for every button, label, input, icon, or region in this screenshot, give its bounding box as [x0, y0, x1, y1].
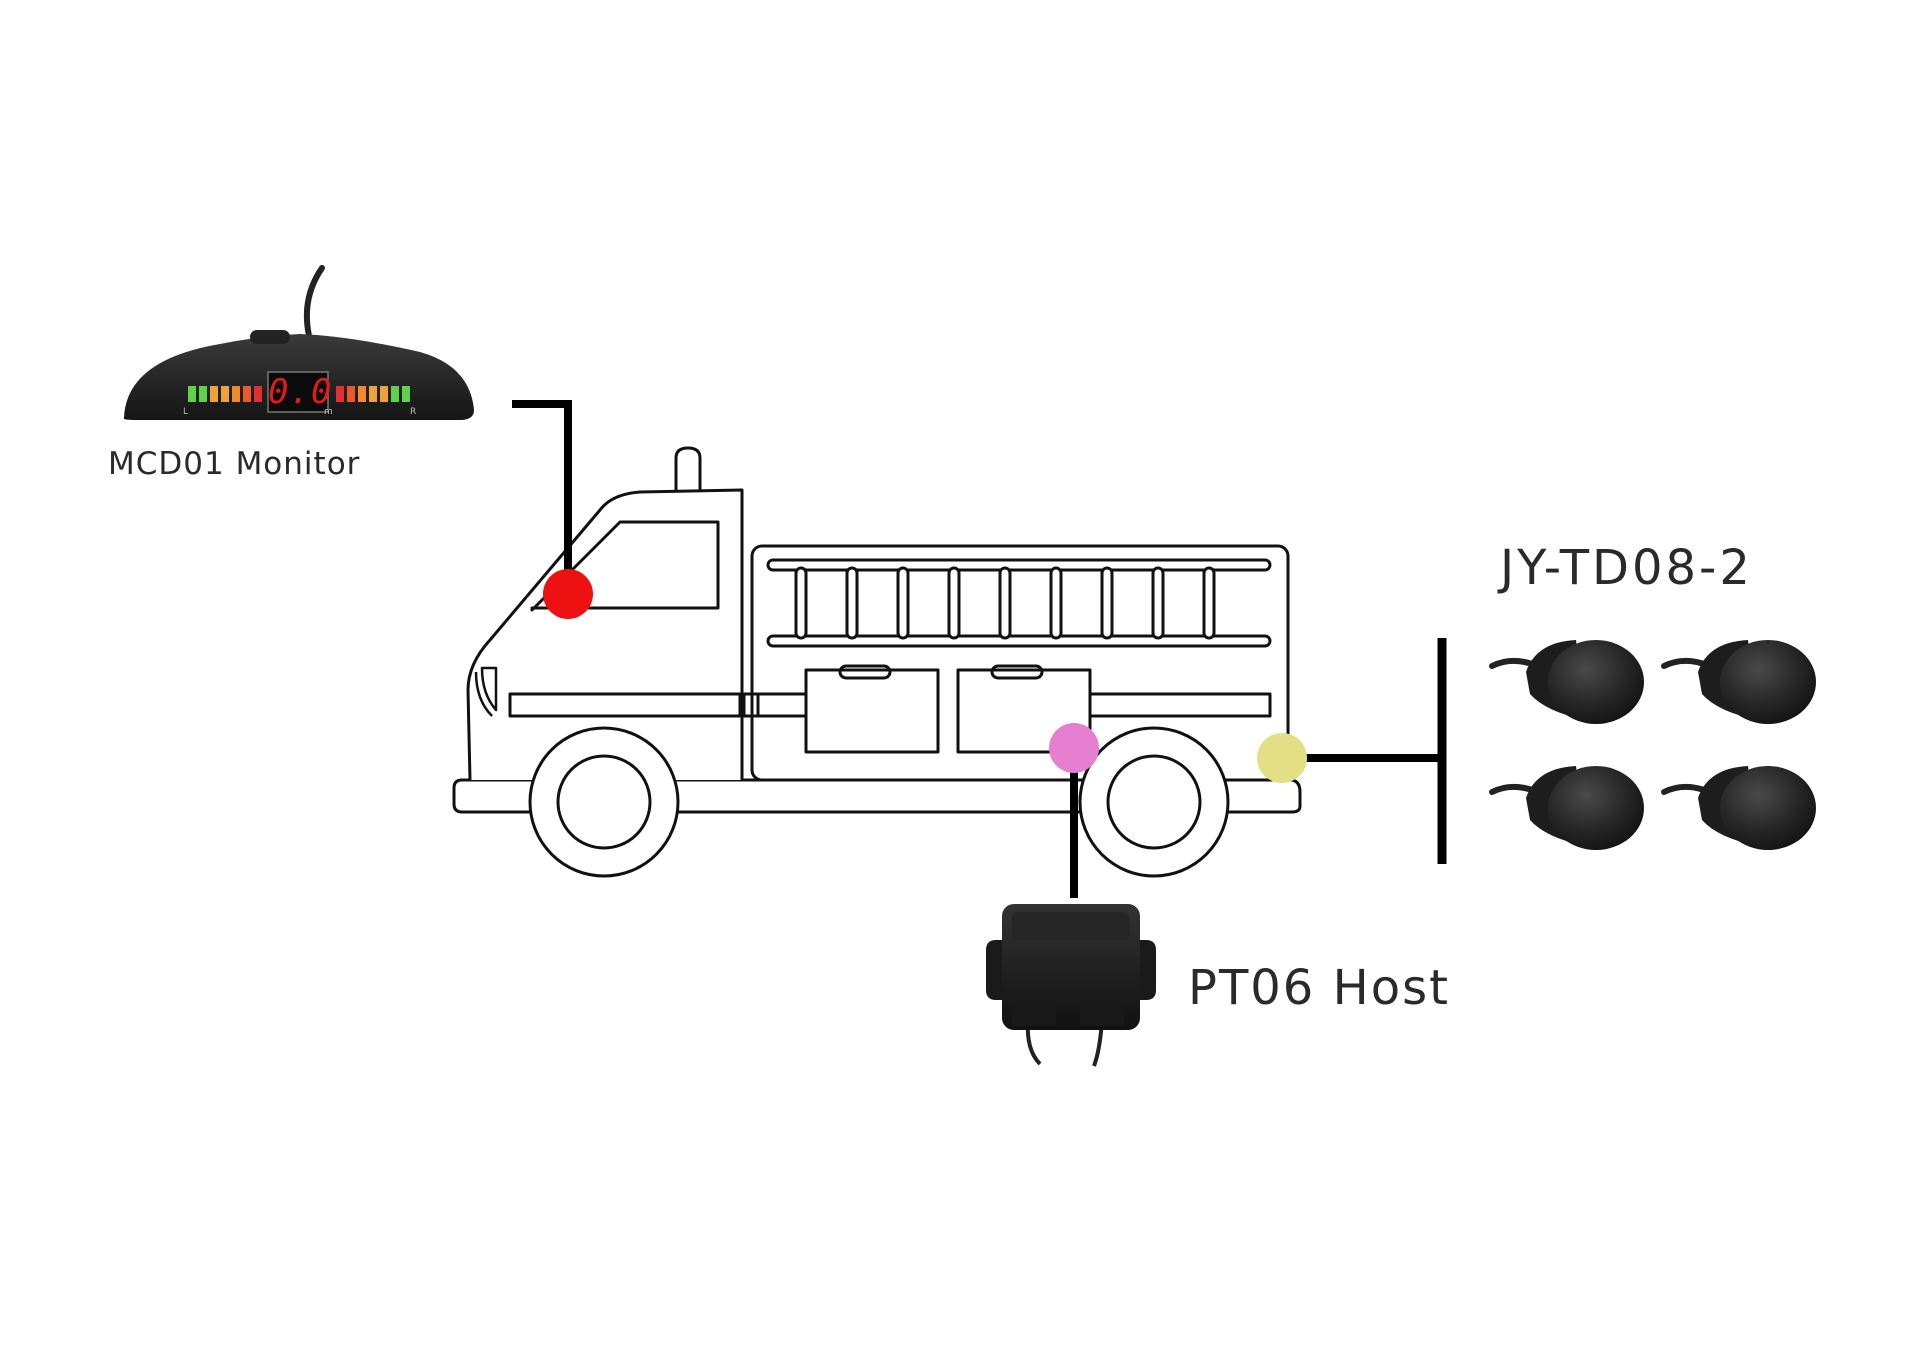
parking-sensor-icon: [1489, 640, 1644, 724]
cargo-rail-post: [1100, 566, 1114, 640]
monitor-label: MCD01 Monitor: [108, 446, 361, 482]
cargo-rail-post: [845, 566, 859, 640]
host-control-box-icon: [986, 904, 1156, 1067]
cargo-rail-post: [998, 566, 1012, 640]
parking-sensors: [1489, 640, 1816, 850]
cargo-rail-post: [1151, 566, 1165, 640]
cargo-rail-post: [794, 566, 808, 640]
cargo-rail-post: [896, 566, 910, 640]
sensor-connection-dot: [1257, 733, 1307, 783]
cargo-rail-post: [1202, 566, 1216, 640]
monitor-side-right: R: [410, 407, 416, 417]
monitor-side-mid: m: [324, 407, 333, 417]
sensor-label: JY-TD08-2: [1500, 540, 1753, 596]
front-wheel-icon: [528, 726, 680, 878]
monitor-display-icon: L m R: [123, 265, 474, 420]
rear-wheel-icon: [1078, 726, 1230, 878]
parking-sensor-icon: [1661, 640, 1816, 724]
monitor-readout: 0.0: [268, 372, 333, 412]
monitor-connection-dot: [543, 569, 593, 619]
host-label: PT06 Host: [1188, 960, 1450, 1016]
cargo-rail-posts: [794, 566, 1216, 640]
parking-sensor-icon: [1661, 766, 1816, 850]
monitor-wire: [512, 400, 572, 594]
cargo-rail-post: [1049, 566, 1063, 640]
cargo-rail-post: [947, 566, 961, 640]
monitor-side-left: L: [183, 407, 188, 417]
host-connection-dot: [1049, 723, 1099, 773]
parking-sensor-icon: [1489, 766, 1644, 850]
